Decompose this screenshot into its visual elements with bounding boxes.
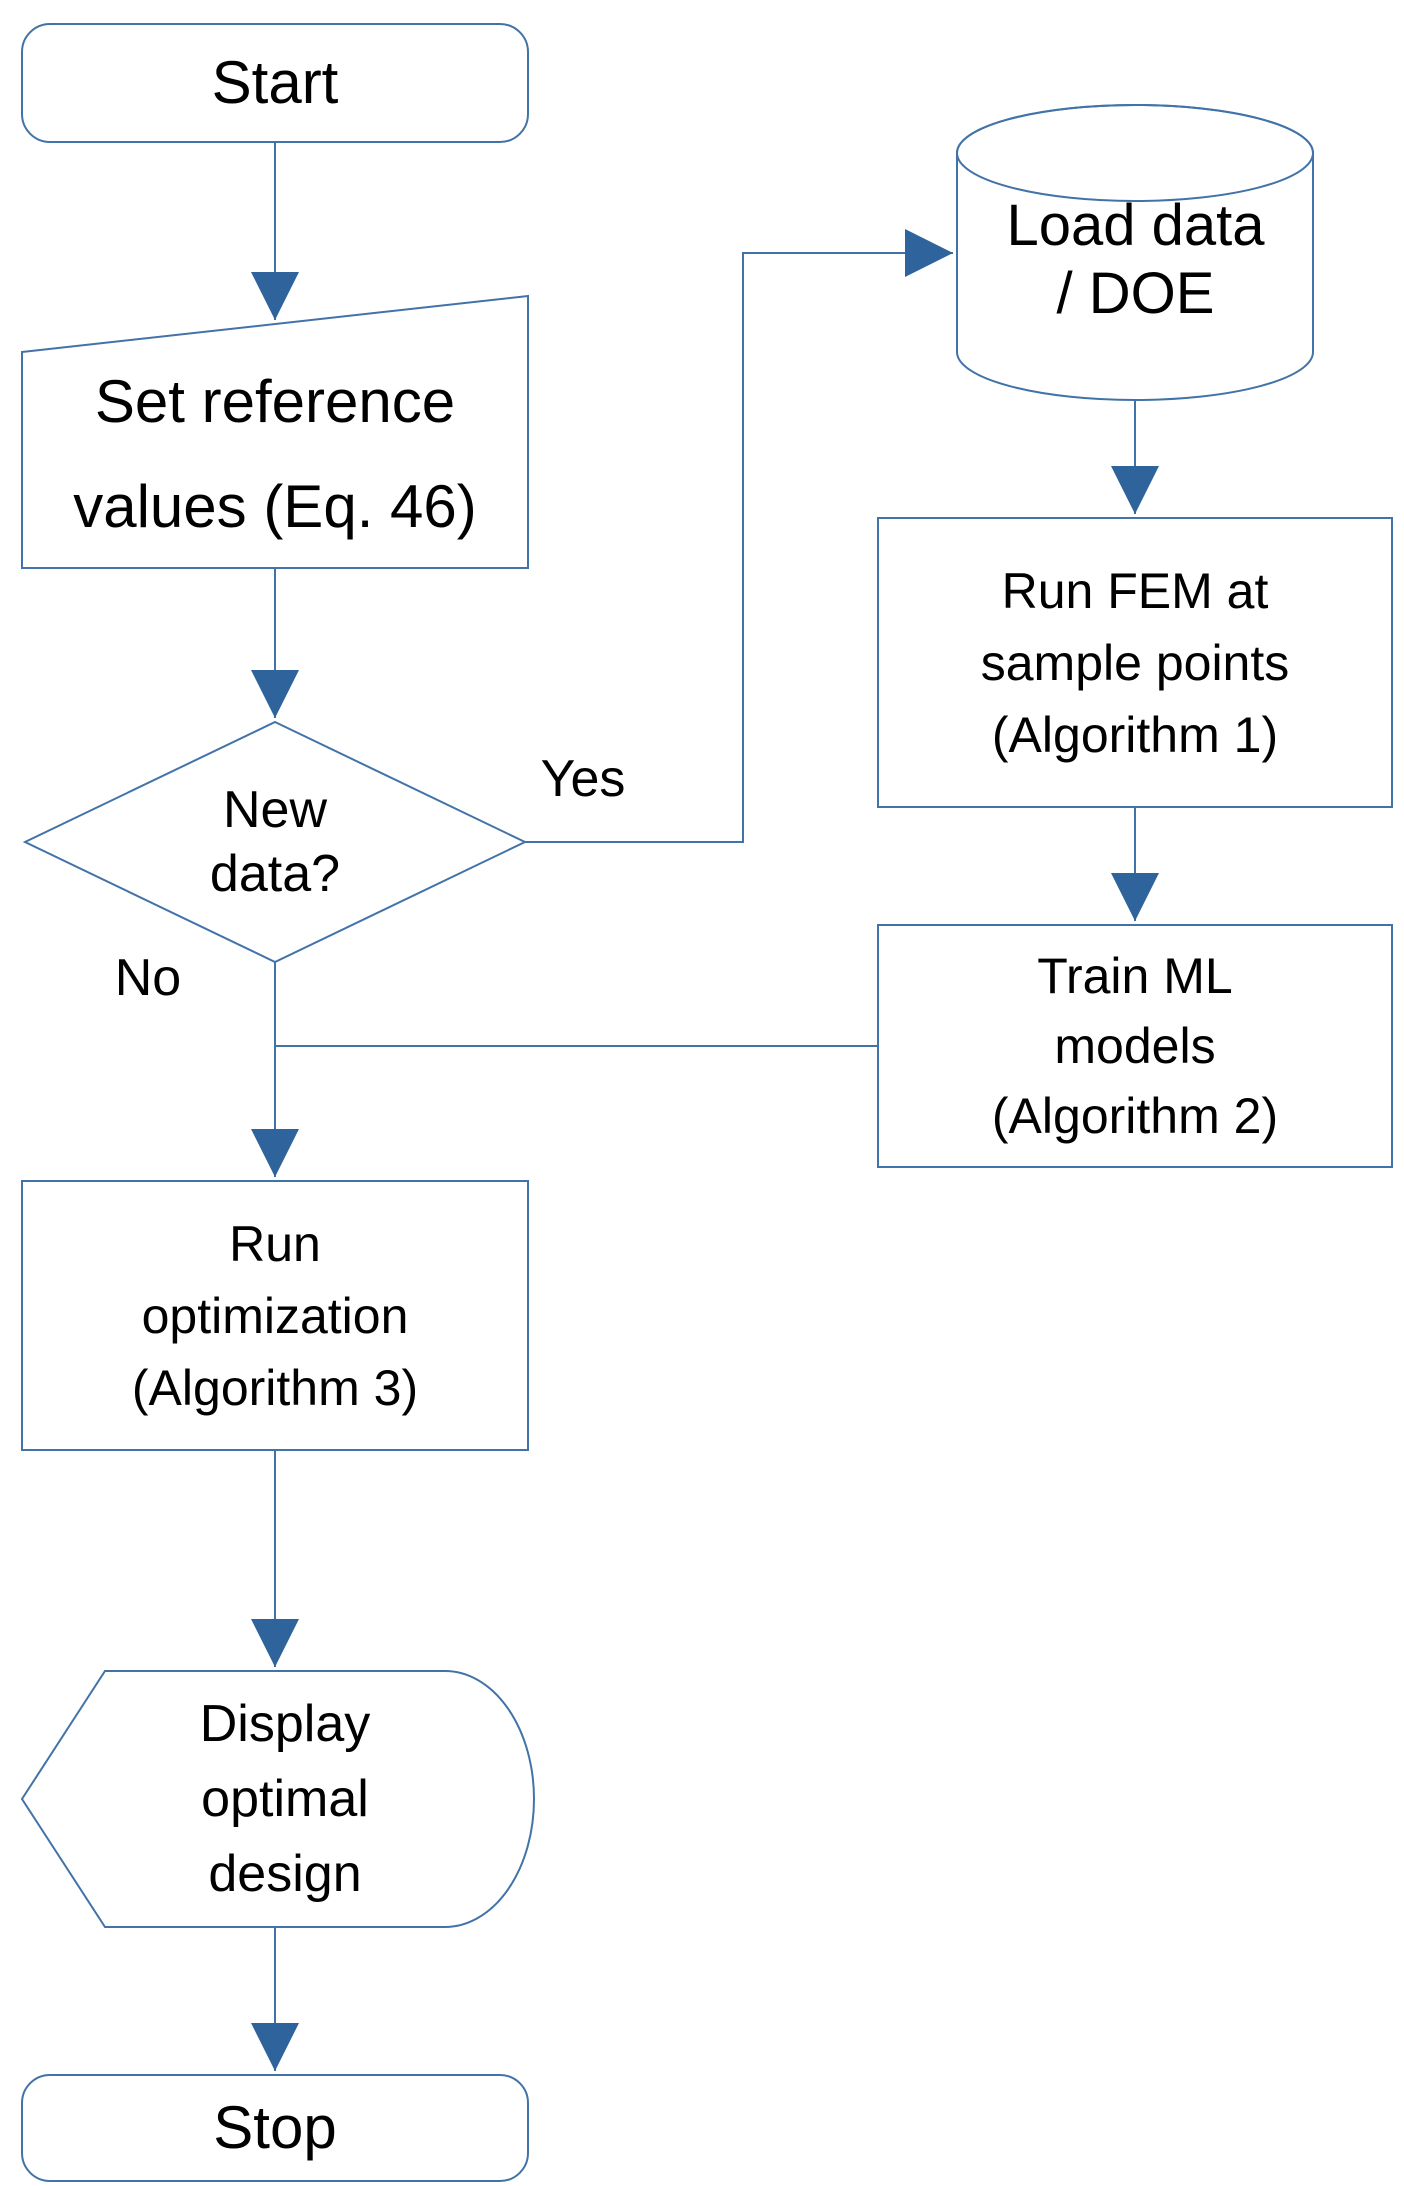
new-data-decision: [22, 720, 528, 964]
yes-branch-label: Yes: [540, 750, 626, 808]
train-ml-label: Train ML models (Algorithm 2): [991, 948, 1279, 1144]
set-reference-label: Set reference values (Eq. 46): [73, 368, 477, 540]
run-optimization-node: [21, 1180, 529, 1451]
display-node: [20, 1670, 535, 1928]
set-reference-node: [21, 294, 529, 569]
stop-node: [21, 2074, 529, 2182]
start-label: Start: [211, 49, 339, 116]
connector-yes-to-loaddata: [525, 229, 953, 843]
train-ml-node: [877, 924, 1393, 1168]
database-top-rim: [956, 104, 1314, 202]
run-fem-label: Run FEM at sample points (Algorithm 1): [980, 562, 1290, 763]
new-data-label: New data?: [209, 781, 341, 903]
start-node: [21, 23, 529, 143]
no-branch-label: No: [114, 949, 182, 1007]
stop-label: Stop: [213, 2094, 337, 2161]
display-design-label: Display optimal design: [199, 1694, 371, 1903]
run-fem-node: [877, 517, 1393, 808]
load-data-label: Load data / DOE: [1006, 193, 1265, 326]
run-optimization-label: Run optimization (Algorithm 3): [131, 1215, 419, 1416]
